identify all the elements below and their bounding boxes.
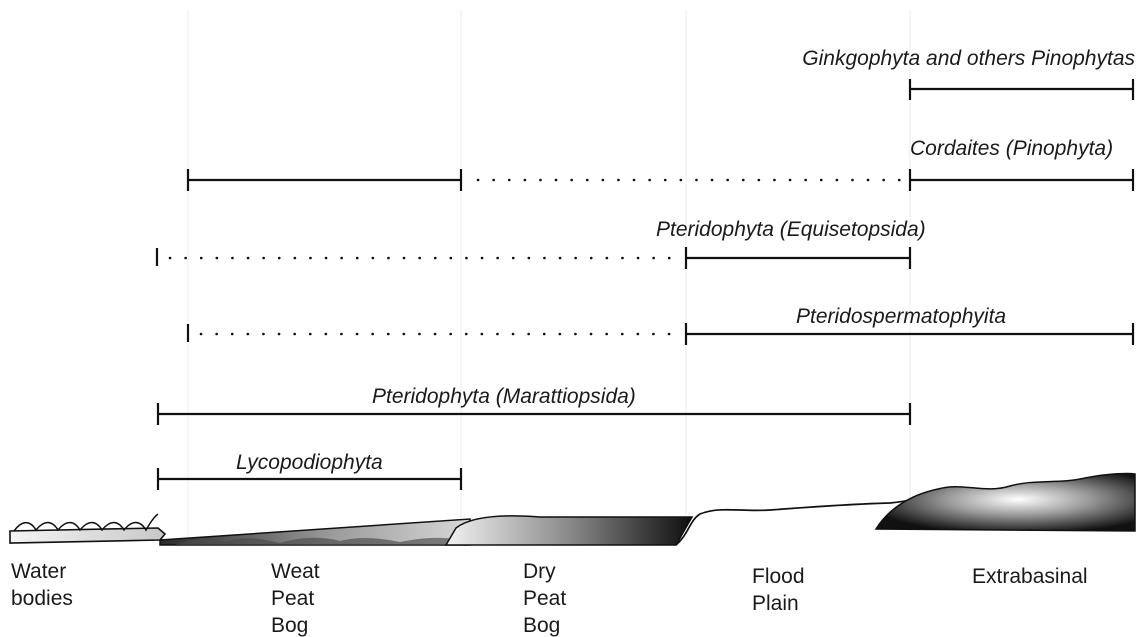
- range-lycopodiophyta: Lycopodiophyta: [158, 451, 461, 490]
- env-label-extrabasinal: Extrabasinal: [972, 565, 1088, 588]
- range-marattiopsida: Pteridophyta (Marattiopsida): [158, 385, 910, 425]
- range-ginkgophyta: Ginkgophyta and others Pinophytas: [802, 47, 1135, 100]
- range-equisetopsida: Pteridophyta (Equisetopsida): [157, 218, 926, 269]
- env-label-water-bodies: Water bodies: [11, 560, 73, 610]
- taxon-label-equisetopsida: Pteridophyta (Equisetopsida): [656, 218, 926, 241]
- taxon-label-cordaites: Cordaites (Pinophyta): [910, 137, 1113, 160]
- environment-labels: Water bodies Weat Peat Bog Dry Peat Bog …: [11, 560, 1088, 637]
- range-pteridospermatophyita: Pteridospermatophyita: [188, 305, 1133, 345]
- taxon-label-pteridospermatophyita: Pteridospermatophyita: [796, 305, 1006, 328]
- range-cordaites: Cordaites (Pinophyta): [188, 137, 1133, 191]
- env-label-weat-peat-bog: Weat Peat Bog: [271, 560, 325, 637]
- taxon-label-ginkgophyta: Ginkgophyta and others Pinophytas: [802, 47, 1135, 70]
- env-label-flood-plain: Flood Plain: [752, 565, 810, 615]
- taxon-label-marattiopsida: Pteridophyta (Marattiopsida): [372, 385, 636, 408]
- env-label-dry-peat-bog: Dry Peat Bog: [523, 560, 572, 637]
- taxon-label-lycopodiophyta: Lycopodiophyta: [236, 451, 383, 474]
- landscape-profile: [10, 473, 1135, 545]
